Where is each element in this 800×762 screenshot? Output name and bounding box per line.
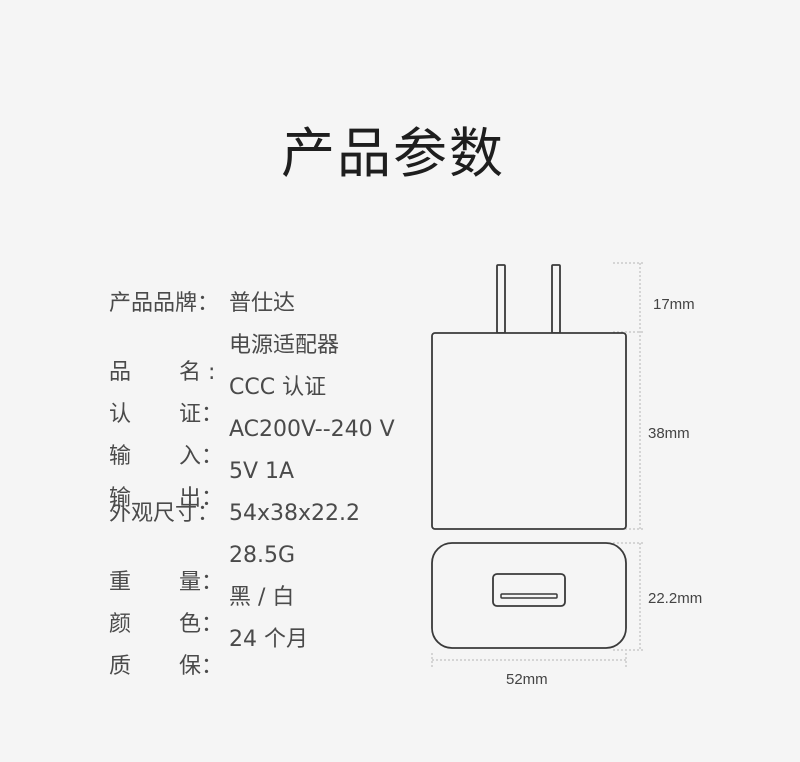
depth-label: 22.2mm xyxy=(648,590,703,607)
spec-row-certification: 认证： CCC 认证 xyxy=(109,367,429,427)
adapter-dimension-diagram xyxy=(431,262,643,667)
spec-value: 28.5G xyxy=(229,543,296,568)
spec-value: 黑 / 白 xyxy=(229,585,295,610)
spec-row-size: 外观尺寸： 54x38x22.2 xyxy=(109,493,429,535)
adapter-body xyxy=(431,332,627,530)
plug-prongs xyxy=(496,264,561,334)
spec-value: CCC 认证 xyxy=(229,375,327,400)
usb-port-icon xyxy=(492,573,566,607)
spec-row-warranty: 质保： 24 个月 xyxy=(109,619,429,679)
body-height-label: 38mm xyxy=(648,425,690,442)
page-title: 产品参数 xyxy=(281,122,505,185)
prong-left xyxy=(496,264,506,334)
spec-row-brand: 产品品牌： 普仕达 xyxy=(109,283,429,325)
spec-value: 5V 1A xyxy=(229,459,295,484)
spec-label: 产品品牌： xyxy=(109,291,220,316)
width-label: 52mm xyxy=(506,671,548,688)
prong-right xyxy=(551,264,561,334)
spec-row-weight: 重量： 28.5G xyxy=(109,535,429,595)
spec-value: 24 个月 xyxy=(229,627,308,652)
spec-row-name: 品名 : 电源适配器 xyxy=(109,325,429,385)
spec-value: 54x38x22.2 xyxy=(229,501,361,526)
spec-row-color: 颜色： 黑 / 白 xyxy=(109,577,429,637)
spec-list: 产品品牌： 普仕达 品名 : 电源适配器 认证： CCC 认证 输入： AC20… xyxy=(109,283,429,679)
spec-value: 电源适配器 xyxy=(229,333,340,358)
dimension-guides xyxy=(431,262,643,667)
prong-height-label: 17mm xyxy=(653,296,695,313)
spec-value: AC200V--240 V xyxy=(229,417,395,442)
spec-row-input: 输入： AC200V--240 V xyxy=(109,409,429,469)
spec-row-output: 输出： 5V 1A xyxy=(109,451,429,511)
spec-label: 外观尺寸： xyxy=(109,501,220,526)
spec-value: 普仕达 xyxy=(229,291,296,316)
